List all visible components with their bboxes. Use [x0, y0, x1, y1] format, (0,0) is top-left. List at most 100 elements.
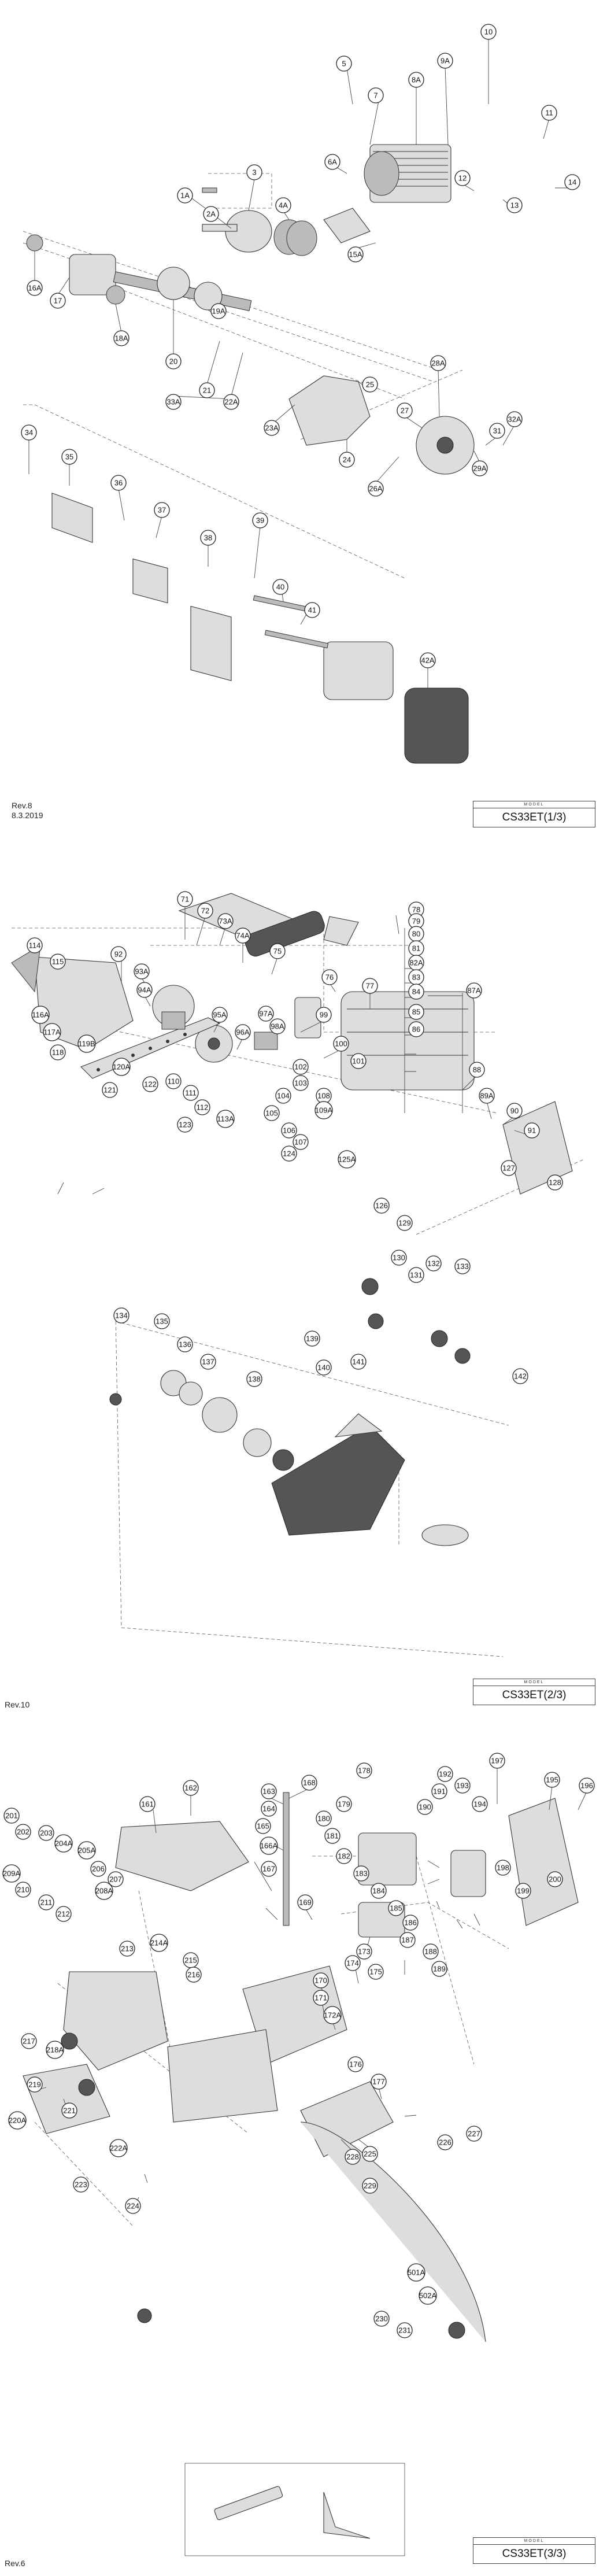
callout-176: 176: [347, 2056, 364, 2072]
callout-204A: 204A: [54, 1834, 73, 1853]
callout-101: 101: [350, 1053, 367, 1069]
svg-text:131: 131: [410, 1271, 423, 1280]
callout-98A: 98A: [269, 1018, 286, 1034]
callout-2A: 2A: [203, 206, 219, 222]
svg-text:15A: 15A: [349, 250, 362, 259]
svg-text:41: 41: [308, 606, 316, 615]
svg-text:104: 104: [277, 1092, 290, 1100]
svg-text:33A: 33A: [166, 398, 180, 406]
svg-text:80: 80: [412, 930, 420, 938]
callout-24: 24: [339, 452, 355, 468]
svg-text:90: 90: [510, 1107, 519, 1115]
svg-text:116A: 116A: [32, 1011, 49, 1019]
svg-text:1A: 1A: [180, 191, 190, 200]
svg-text:176: 176: [349, 2060, 362, 2069]
svg-text:21: 21: [203, 386, 211, 395]
callout-113A: 113A: [216, 1110, 235, 1128]
callout-183: 183: [353, 1865, 369, 1882]
callout-135: 135: [154, 1313, 170, 1329]
callout-127: 127: [501, 1160, 517, 1176]
callout-88: 88: [469, 1062, 485, 1078]
svg-text:91: 91: [528, 1126, 536, 1135]
callout-198: 198: [495, 1860, 511, 1876]
svg-text:22A: 22A: [224, 398, 238, 406]
svg-text:227: 227: [468, 2130, 480, 2138]
callout-32A: 32A: [506, 411, 523, 427]
svg-text:207: 207: [109, 1875, 122, 1884]
callout-132: 132: [425, 1255, 442, 1272]
callout-170: 170: [313, 1972, 329, 1989]
callout-72: 72: [197, 903, 213, 919]
callout-13: 13: [506, 197, 523, 213]
svg-text:223: 223: [75, 2180, 87, 2189]
callout-33A: 33A: [165, 394, 182, 410]
callout-221: 221: [61, 2102, 77, 2119]
svg-text:185: 185: [390, 1904, 402, 1913]
svg-text:178: 178: [358, 1766, 371, 1775]
callout-501A: 501A: [407, 2263, 425, 2282]
svg-text:126: 126: [375, 1202, 388, 1210]
svg-text:171: 171: [314, 1994, 327, 2002]
svg-text:134: 134: [115, 1311, 128, 1320]
svg-text:204A: 204A: [55, 1839, 73, 1848]
svg-text:188: 188: [424, 1947, 437, 1956]
callout-83: 83: [408, 969, 424, 985]
svg-text:205A: 205A: [78, 1846, 96, 1855]
clutch-housing-exploded-diagram: 717273A74A7576777879808182A8384858687A88…: [11, 891, 584, 1657]
callout-165: 165: [255, 1818, 271, 1834]
svg-text:129: 129: [398, 1219, 411, 1228]
svg-text:38: 38: [204, 534, 212, 542]
svg-text:7: 7: [373, 91, 377, 100]
callout-173: 173: [356, 1943, 372, 1960]
callout-178: 178: [356, 1762, 372, 1779]
svg-text:128: 128: [549, 1178, 561, 1187]
svg-text:164: 164: [262, 1805, 275, 1813]
callout-179: 179: [336, 1796, 352, 1812]
callout-187: 187: [399, 1932, 416, 1948]
callout-27: 27: [397, 402, 413, 419]
svg-text:186: 186: [404, 1919, 417, 1927]
svg-text:28A: 28A: [431, 359, 445, 368]
callout-12: 12: [454, 170, 471, 186]
callout-222A: 222A: [109, 2139, 128, 2157]
callout-229: 229: [362, 2178, 378, 2194]
svg-text:139: 139: [306, 1335, 319, 1343]
svg-text:103: 103: [294, 1079, 307, 1088]
callout-84: 84: [408, 984, 424, 1000]
svg-text:202: 202: [17, 1828, 29, 1836]
svg-text:196: 196: [580, 1782, 593, 1790]
callout-168: 168: [301, 1775, 317, 1791]
callout-120A: 120A: [112, 1058, 131, 1076]
svg-text:182: 182: [338, 1852, 350, 1861]
callout-81: 81: [408, 940, 424, 956]
svg-text:101: 101: [352, 1057, 365, 1066]
callout-193: 193: [454, 1777, 471, 1794]
callout-100: 100: [333, 1036, 349, 1052]
svg-text:102: 102: [294, 1063, 307, 1071]
callout-40: 40: [272, 579, 288, 595]
callout-206: 206: [90, 1861, 106, 1877]
svg-text:180: 180: [317, 1814, 330, 1823]
svg-text:222A: 222A: [110, 2144, 128, 2153]
callout-225: 225: [362, 2146, 378, 2162]
svg-text:135: 135: [156, 1317, 168, 1326]
svg-text:177: 177: [372, 2078, 385, 2086]
svg-text:214A: 214A: [150, 1939, 168, 1947]
callout-31: 31: [489, 423, 505, 439]
svg-text:224: 224: [127, 2202, 139, 2211]
revision-block: Rev.8 8.3.2019: [12, 801, 43, 821]
callout-200: 200: [547, 1871, 563, 1887]
svg-text:2A: 2A: [206, 210, 216, 219]
svg-text:88: 88: [473, 1066, 481, 1074]
callout-128: 128: [547, 1174, 563, 1191]
callout-102: 102: [293, 1059, 309, 1075]
callout-194: 194: [472, 1796, 488, 1812]
svg-text:219: 219: [28, 2080, 41, 2089]
callout-185: 185: [388, 1900, 404, 1916]
model-value: CS33ET(1/3): [502, 811, 567, 823]
svg-text:3: 3: [252, 168, 256, 177]
callout-207: 207: [108, 1871, 124, 1887]
svg-text:82A: 82A: [409, 959, 423, 967]
svg-text:73A: 73A: [219, 917, 232, 926]
svg-text:86: 86: [412, 1025, 420, 1034]
